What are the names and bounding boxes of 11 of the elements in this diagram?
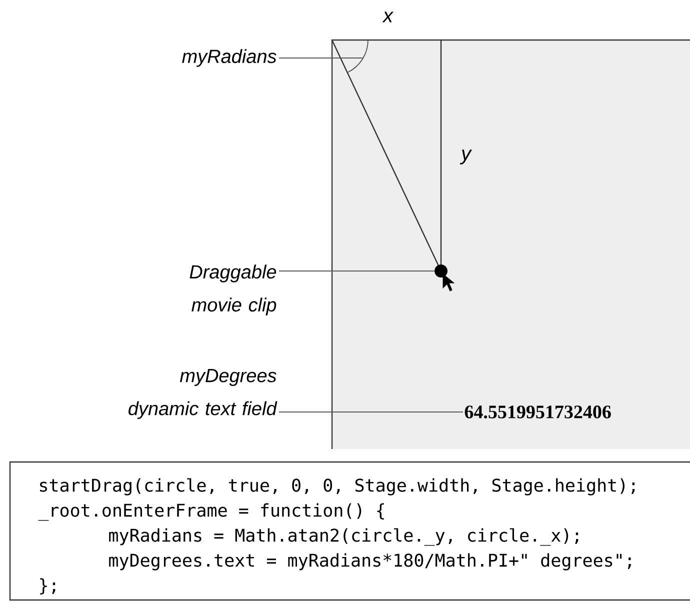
angle-arc	[346, 40, 368, 73]
callout-text: myRadians	[182, 49, 276, 67]
code-box: startDrag(circle, true, 0, 0, Stage.width, Stage.height); _root.onEnterFrame = function() { myRadians = Math.atan2(circle._y, circle._x); myDegrees.text = myRadians*180/Math.PI+" degrees"; };	[9, 461, 690, 601]
axis-label: x	[382, 12, 394, 22]
text-field-value: 64.5519951732406	[464, 406, 611, 418]
axis-label: y	[460, 150, 472, 164]
callout-text: Draggable movie clip	[190, 264, 276, 316]
leader-line	[278, 270, 435, 272]
stage-area	[331, 39, 690, 449]
callout-text: myDegrees dynamic text field	[128, 369, 278, 419]
movie-clip-dot	[434, 264, 448, 278]
